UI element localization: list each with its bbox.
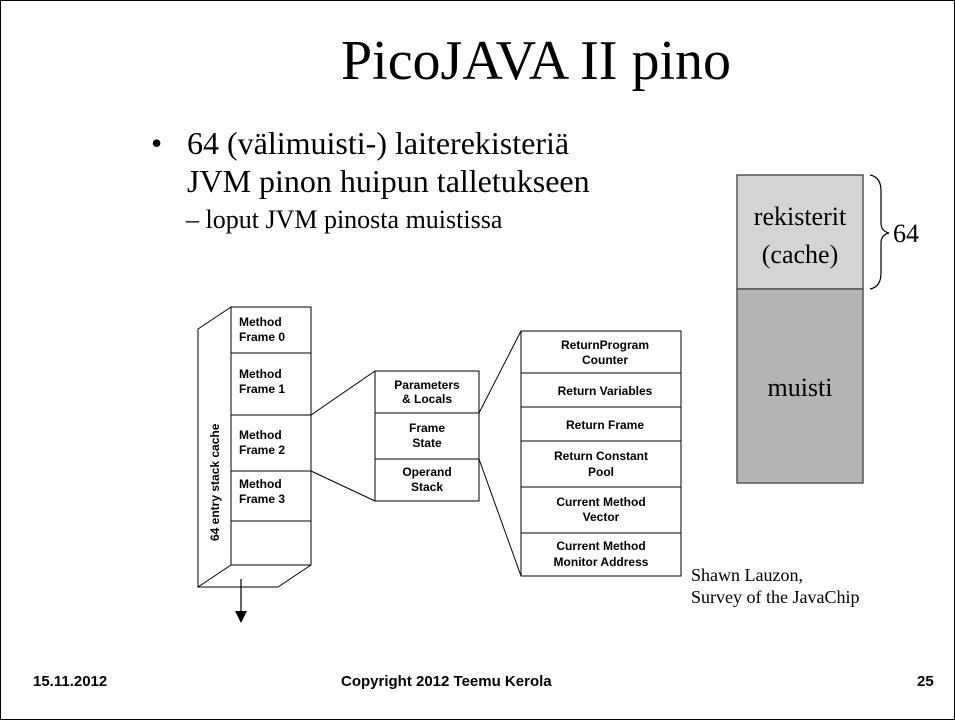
return-program-counter-label: ReturnProgram — [561, 338, 649, 352]
brace-count-label: 64 — [893, 219, 919, 248]
parameters-label: Parameters — [394, 378, 460, 392]
source-credit: Shawn Lauzon, Survey of the JavaChip — [691, 564, 859, 608]
method-frame-3-label: Method — [239, 477, 282, 491]
brace-icon — [869, 174, 890, 290]
stack-cache-base-edge — [198, 564, 312, 588]
footer-date: 15.11.2012 — [33, 673, 108, 690]
registers-block — [736, 174, 864, 290]
stack-cache-column — [230, 306, 312, 566]
return-variables-label: Return Variables — [558, 384, 653, 398]
frame-state-detail-box — [520, 330, 682, 577]
registers-cache-label: (cache) — [762, 240, 838, 269]
current-method-vector-label: Current Method — [556, 495, 645, 509]
bullet-text-line-1: 64 (välimuisti-) laiterekisteriä — [187, 125, 570, 161]
locals-label: & Locals — [402, 392, 452, 406]
connector-line — [310, 370, 376, 416]
method-frame-2-label: Method — [239, 428, 282, 442]
sub-bullet: – loput JVM pinosta muistissa — [186, 205, 503, 234]
return-program-counter-label-2: Counter — [582, 353, 628, 367]
return-frame-label: Return Frame — [566, 418, 644, 432]
slide-title: PicoJAVA II pino — [341, 30, 732, 92]
memory-label: muisti — [767, 373, 832, 402]
method-frame-0-number: Frame 0 — [239, 330, 285, 344]
connector-line — [478, 458, 522, 577]
current-method-vector-label-2: Vector — [583, 510, 620, 524]
credit-source: Survey of the JavaChip — [691, 587, 860, 607]
stack-cache-diagram: 64 entry stack cache Method Frame 0 Meth… — [197, 306, 682, 623]
frame-state-label: Frame — [409, 421, 445, 435]
credit-author: Shawn Lauzon, — [691, 565, 803, 585]
method-frame-2-number: Frame 2 — [239, 443, 285, 457]
memory-block — [736, 288, 864, 484]
register-memory-diagram: rekisterit (cache) muisti 64 — [736, 174, 919, 484]
method-frame-3-number: Frame 3 — [239, 492, 285, 506]
method-frame-0-label: Method — [239, 315, 282, 329]
registers-label: rekisterit — [754, 202, 847, 231]
bullet-marker: • — [151, 125, 163, 161]
connector-line — [478, 330, 522, 414]
stack-cache-side-label: 64 entry stack cache — [208, 423, 222, 541]
current-method-monitor-label: Current Method — [556, 539, 645, 553]
footer-copyright: Copyright 2012 Teemu Kerola — [341, 673, 552, 690]
frame-state-label-2: State — [412, 436, 442, 450]
connector-line — [310, 470, 376, 502]
current-method-monitor-label-2: Monitor Address — [554, 555, 649, 569]
footer-page-number: 25 — [917, 673, 934, 690]
down-arrow-icon — [235, 611, 247, 623]
method-frame-1-number: Frame 1 — [239, 382, 285, 396]
return-constant-pool-label: Return Constant — [554, 449, 648, 463]
frame-detail-box — [374, 370, 480, 502]
method-frame-1-label: Method — [239, 367, 282, 381]
operand-stack-label-2: Stack — [411, 480, 443, 494]
operand-stack-label: Operand — [402, 465, 451, 479]
return-constant-pool-label-2: Pool — [588, 465, 614, 479]
bullet-text-line-2: JVM pinon huipun talletukseen — [187, 163, 590, 199]
